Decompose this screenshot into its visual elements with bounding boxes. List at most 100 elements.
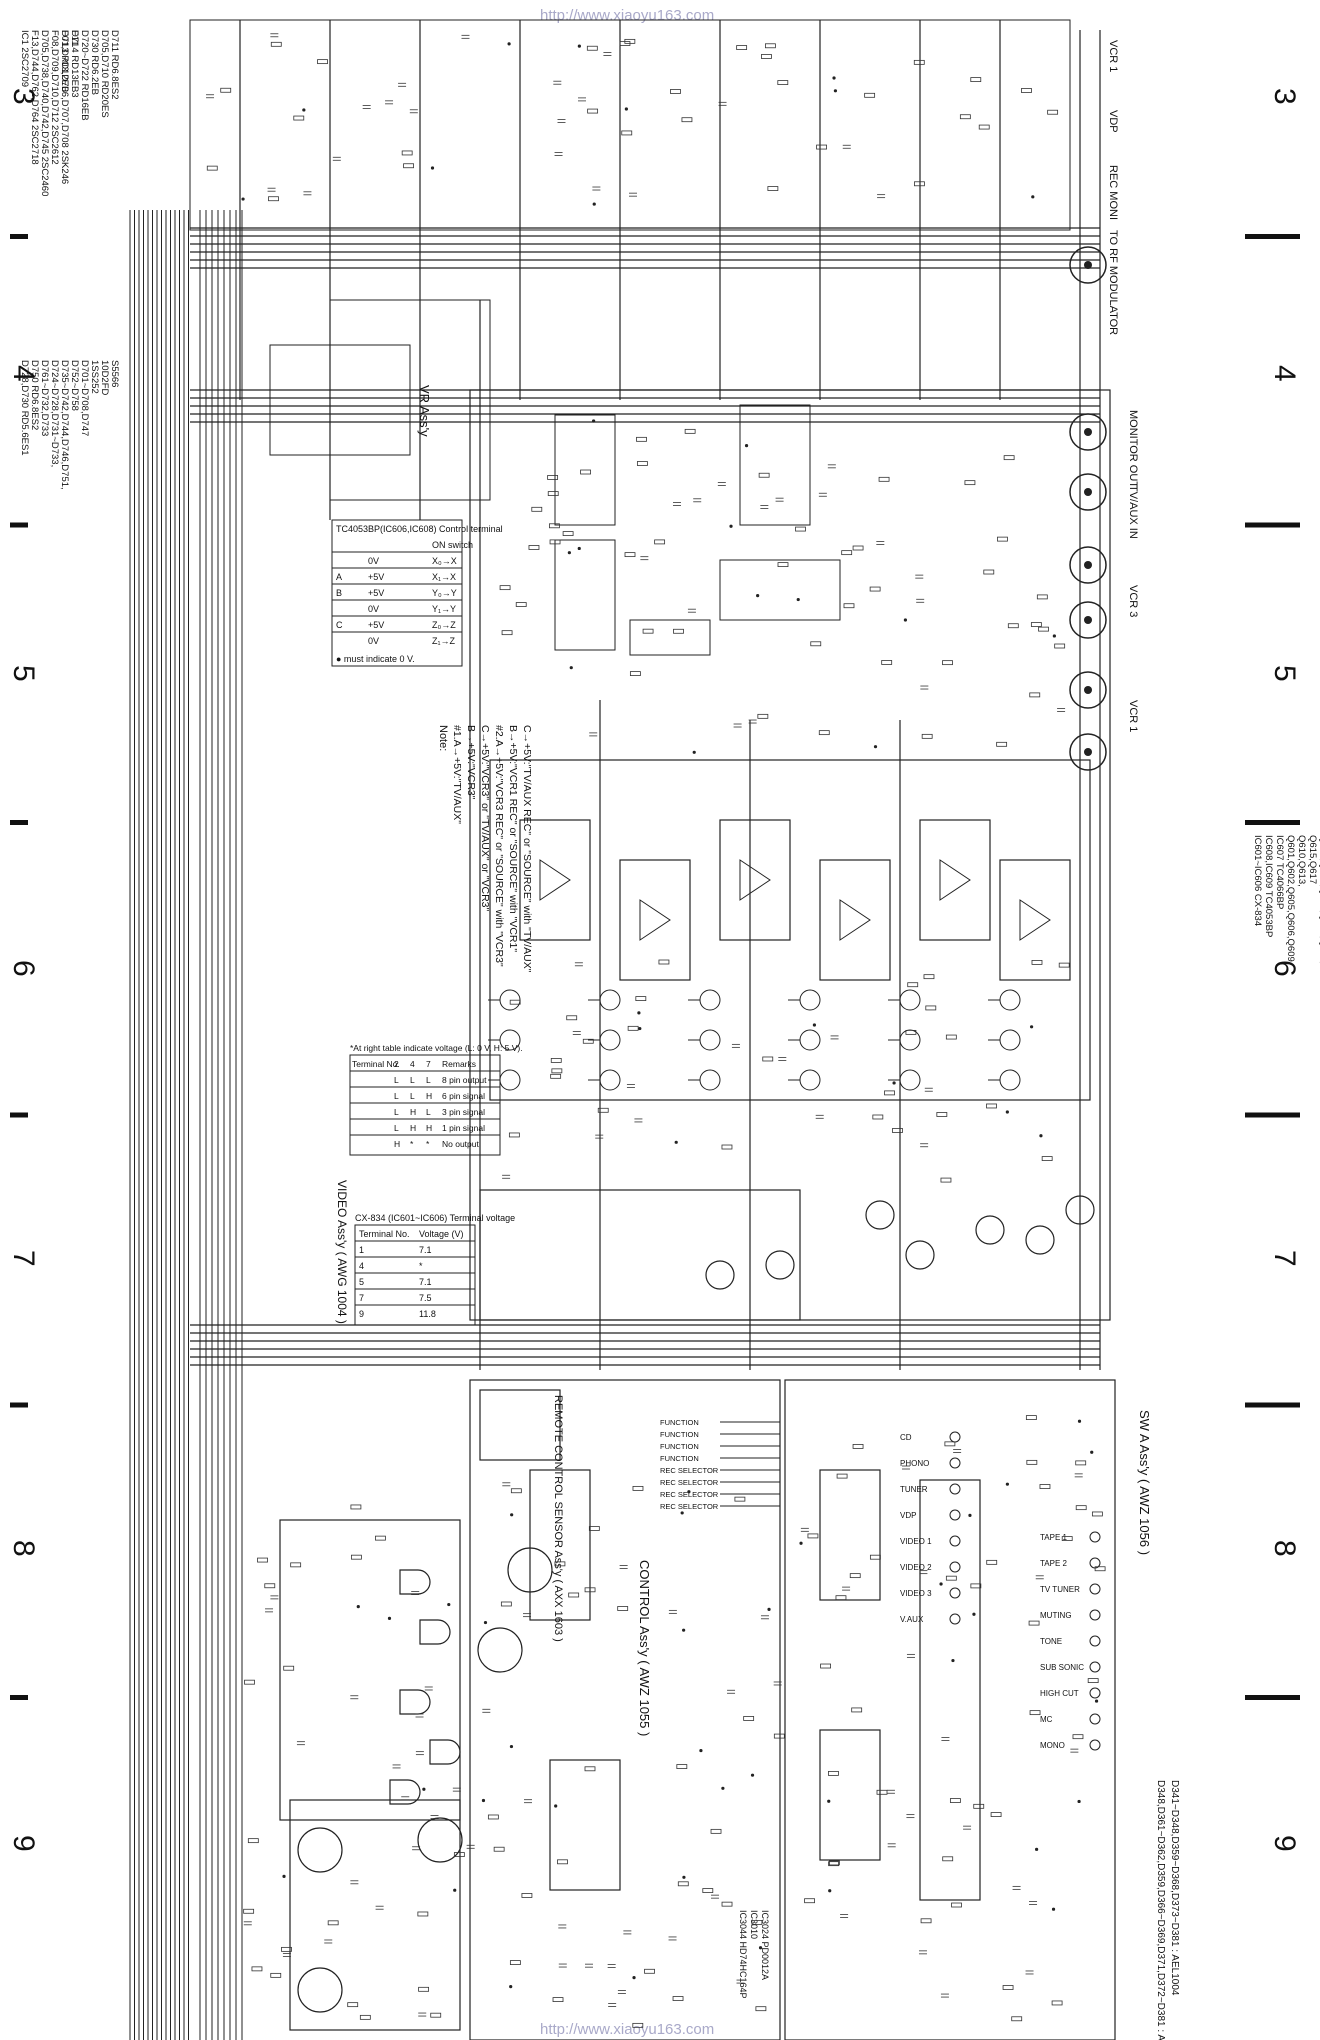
terminal-cell: H	[426, 1123, 432, 1133]
resistor-icon	[764, 43, 776, 49]
sw-label: VIDEO 2	[900, 1563, 932, 1572]
din-pin-icon	[1084, 488, 1092, 496]
resistor-icon	[566, 1015, 578, 1021]
table-cell: Y₀→Y	[432, 588, 457, 598]
junction-dot	[833, 89, 838, 93]
resistor-icon	[531, 506, 543, 512]
zone-label-right: 9	[1268, 1835, 1301, 1852]
din-socket-icon	[1069, 601, 1107, 639]
connector-rf-label: TO RF MODULATOR	[1107, 230, 1119, 335]
junction-dot	[812, 1023, 817, 1027]
resistor-icon	[1028, 1620, 1040, 1626]
resistor-icon	[417, 1911, 429, 1917]
led-icon	[1089, 1609, 1101, 1621]
transistor-icon	[705, 1260, 735, 1290]
resistor-icon	[978, 124, 990, 130]
resistor-icon	[881, 660, 893, 665]
resistor-icon	[816, 144, 827, 150]
terminal-cell: *	[426, 1139, 430, 1149]
resistor-icon	[636, 461, 648, 466]
part-entry: D711 RD6.8ES2	[109, 30, 120, 100]
resistor-icon	[936, 1112, 948, 1117]
sw-label: TONE	[1040, 1637, 1062, 1646]
svg-text:VCR 1: VCR 1	[1107, 40, 1119, 72]
zone-label-left: 3	[7, 88, 40, 105]
part-entry: IC1 2SC2709	[19, 30, 30, 87]
resistor-icon	[820, 1663, 831, 1669]
resistor-icon	[1002, 1985, 1014, 1990]
junction-dot	[1035, 1847, 1039, 1851]
voltage-cell: *	[419, 1261, 423, 1271]
sw-label: MC	[1040, 1715, 1053, 1724]
resistor-icon	[913, 59, 925, 65]
zone-label-right: 4	[1268, 365, 1301, 382]
part-entry: F11	[69, 30, 80, 46]
zone-label-right: 7	[1268, 1250, 1301, 1267]
resistor-icon	[810, 641, 822, 647]
amp-triangle-icon	[939, 859, 971, 901]
voltage-cell: 9	[359, 1309, 364, 1319]
din-pin-icon	[1084, 261, 1092, 269]
terminal-cell: 6 pin signal	[442, 1091, 485, 1101]
junction-dot	[624, 107, 628, 111]
transistor-icon	[975, 1215, 1005, 1245]
zone-label-left: 4	[7, 365, 40, 382]
sw-a-diodes: D341~D348,D359~D368,D373~D381 : AEL1004	[1169, 1780, 1180, 1996]
resistor-icon	[777, 80, 789, 85]
resistor-icon	[804, 1898, 815, 1904]
control-ic: IC3044 HD74HC164P	[738, 1910, 748, 1999]
control-label: CONTROL Ass'y ( AWZ 1055 )	[637, 1560, 652, 1736]
junction-dot	[832, 76, 836, 80]
resistor-icon	[636, 436, 647, 442]
ctrl-label: FUNCTION	[660, 1442, 699, 1451]
resistor-icon	[884, 1090, 895, 1096]
junction-dot	[767, 1607, 771, 1611]
ctrl-label: FUNCTION	[660, 1430, 699, 1439]
cx834-ic	[819, 859, 891, 981]
led-icon	[1089, 1583, 1101, 1595]
din-pin-icon	[1084, 748, 1092, 756]
nand-gate-icon	[429, 1739, 461, 1765]
right-connector-panel	[1079, 30, 1101, 1370]
resistor-icon	[1003, 455, 1015, 461]
terminal-cell: L	[394, 1123, 399, 1133]
resistor-icon	[552, 1997, 564, 2002]
resistor-icon	[795, 526, 806, 532]
watermark-top: http://www.xiaoyu163.com	[540, 7, 714, 24]
resistor-icon	[580, 469, 591, 475]
junction-dot	[282, 1874, 286, 1878]
resistor-icon	[1061, 1536, 1073, 1541]
resistor-icon	[549, 539, 561, 545]
resistor-icon	[920, 1918, 932, 1924]
resistor-icon	[829, 1860, 840, 1866]
resistor-icon	[635, 996, 647, 1001]
zone-label-left: 8	[7, 1540, 40, 1557]
junction-dot	[510, 1513, 514, 1517]
part-entry: D713 RD12EB	[59, 30, 70, 92]
resistor-icon	[521, 1893, 533, 1898]
resistor-icon	[1025, 1415, 1037, 1420]
zone-label-left: 9	[7, 1835, 40, 1852]
junction-dot	[483, 1620, 488, 1625]
resistor-icon	[944, 1441, 956, 1447]
junction-dot	[828, 1889, 832, 1893]
table-cell: C	[336, 620, 343, 630]
resistor-icon	[1075, 1460, 1087, 1466]
resistor-icon	[676, 1764, 688, 1769]
part-entry: D752~D758	[69, 360, 80, 411]
sw-label: TUNER	[900, 1485, 928, 1494]
resistor-icon	[500, 1601, 512, 1607]
junction-dot	[682, 1628, 686, 1632]
watermark-bottom: http://www.xiaoyu163.com	[540, 2021, 714, 2038]
vr-assembly-label: VR Ass'y	[417, 385, 432, 437]
resistor-icon	[807, 1533, 819, 1539]
connector-vcr1-label: VCR 1	[1107, 40, 1119, 72]
resistor-icon	[584, 1587, 596, 1593]
resistor-icon	[755, 2006, 767, 2012]
junction-dot	[302, 108, 306, 112]
table-frame	[331, 519, 463, 667]
resistor-icon	[493, 1846, 505, 1852]
resistor-icon	[293, 115, 305, 121]
resistor-icon	[996, 741, 1008, 747]
resistor-icon	[1036, 594, 1048, 600]
